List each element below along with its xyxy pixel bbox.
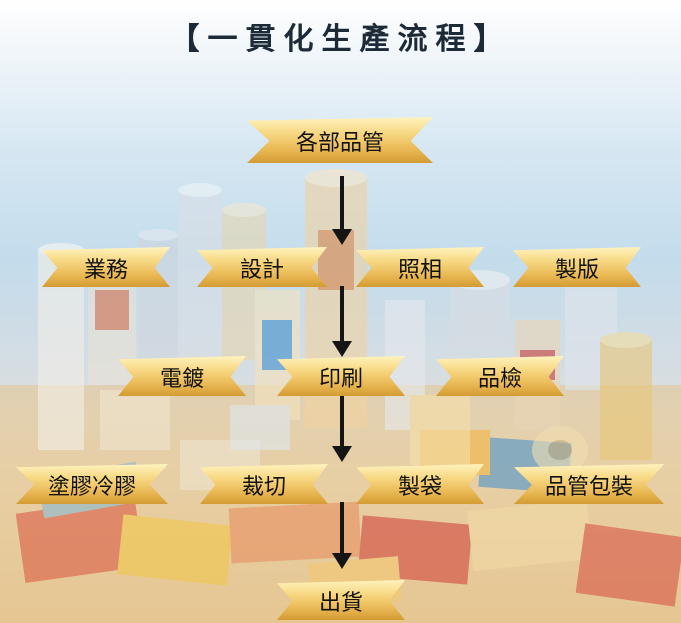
step-quality-inspection: 品檢 [436, 356, 564, 396]
step-label: 印刷 [318, 367, 363, 392]
step-sales: 業務 [42, 247, 170, 287]
step-label: 電鍍 [159, 367, 204, 392]
arrow-to-shipping [332, 502, 352, 569]
arrow-to-plating-row [332, 286, 352, 357]
step-shipping: 出貨 [277, 580, 405, 620]
step-label: 照相 [397, 258, 442, 283]
step-printing: 印刷 [277, 356, 405, 396]
step-cutting: 裁切 [200, 464, 328, 504]
arrow-to-design-row [332, 176, 352, 245]
step-label: 裁切 [241, 475, 286, 500]
step-design: 設計 [197, 247, 327, 287]
step-label: 製版 [554, 258, 599, 283]
step-photography: 照相 [356, 247, 484, 287]
step-label: 塗膠冷膠 [47, 475, 136, 500]
step-coating-laminating: 塗膠冷膠 [16, 464, 168, 504]
step-qc-packaging: 品管包裝 [514, 464, 664, 504]
diagram-title: 【一貫化生產流程】 [169, 22, 512, 57]
step-label: 各部品管 [295, 131, 384, 156]
step-label: 品檢 [477, 367, 522, 392]
step-label: 品管包裝 [544, 475, 633, 500]
step-label: 製袋 [397, 475, 442, 500]
step-electroplating: 電鍍 [118, 356, 246, 396]
step-label: 出貨 [318, 591, 363, 616]
step-bag-making: 製袋 [356, 464, 484, 504]
step-plate-making: 製版 [513, 247, 641, 287]
step-label: 業務 [83, 258, 128, 283]
step-label: 設計 [239, 258, 284, 283]
step-quality-control-all-departments: 各部品管 [247, 117, 433, 163]
arrow-to-finishing-row [332, 395, 352, 462]
